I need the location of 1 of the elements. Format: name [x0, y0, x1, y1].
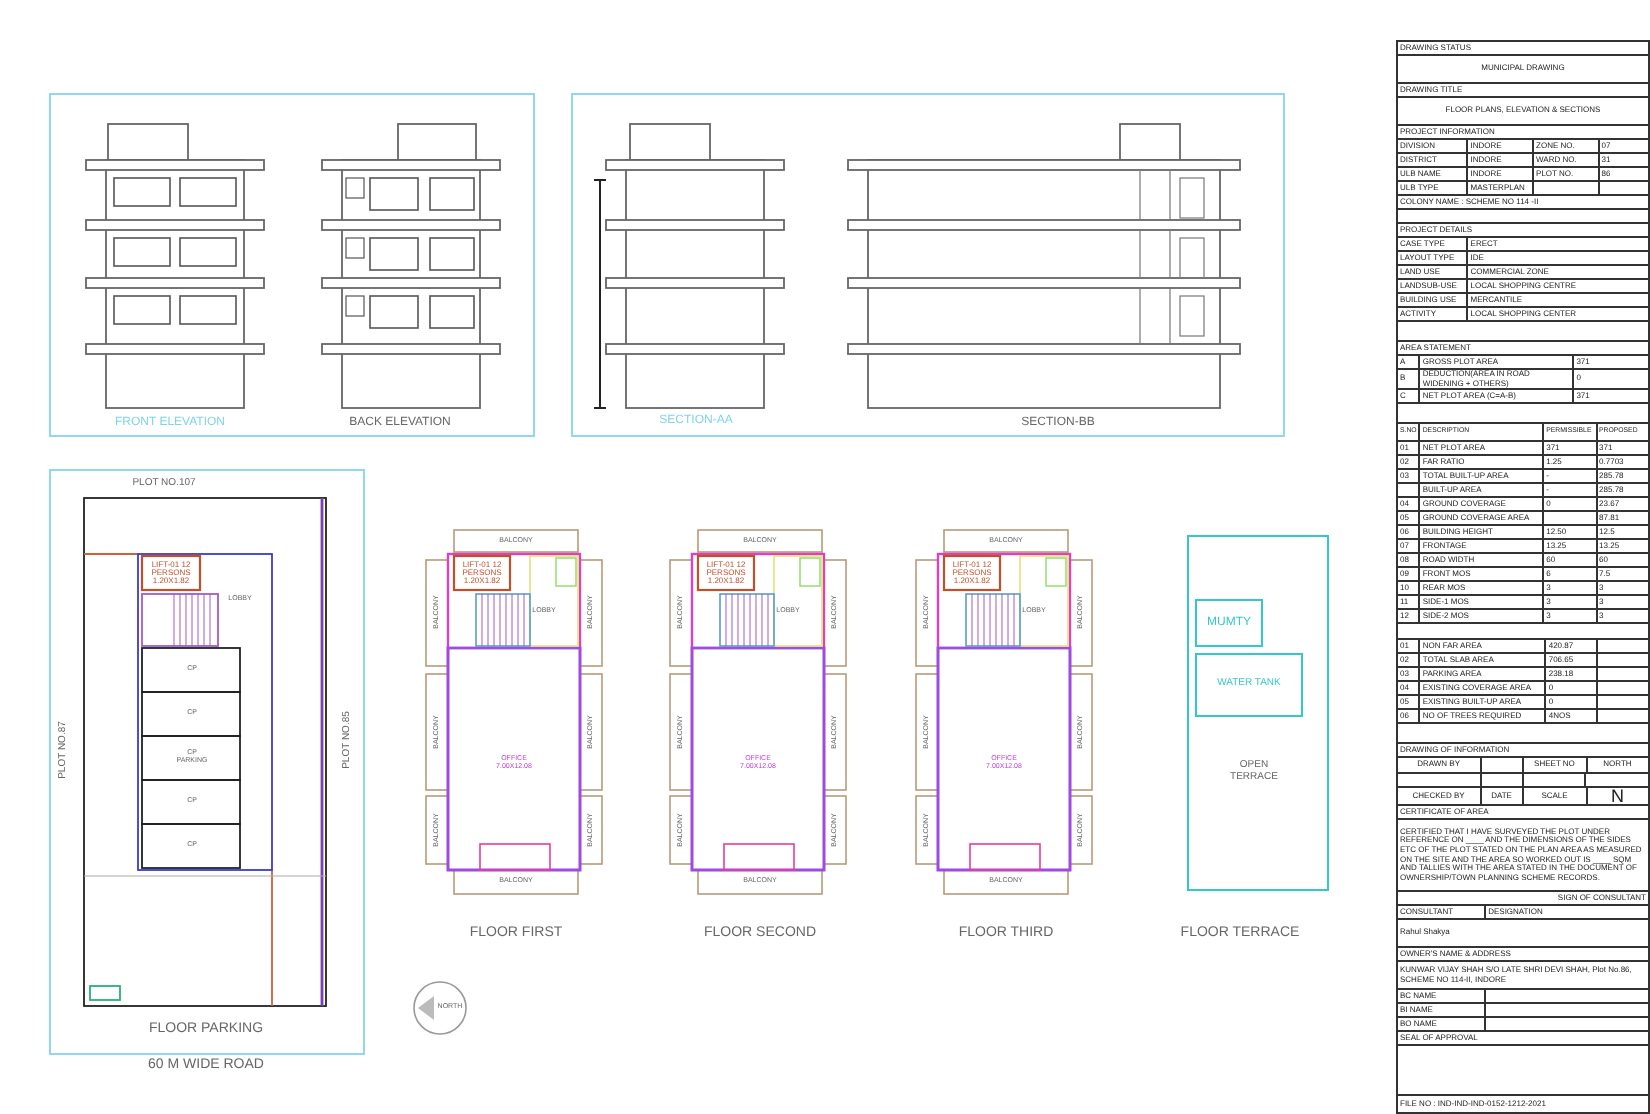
- table-cell: N: [1587, 788, 1650, 806]
